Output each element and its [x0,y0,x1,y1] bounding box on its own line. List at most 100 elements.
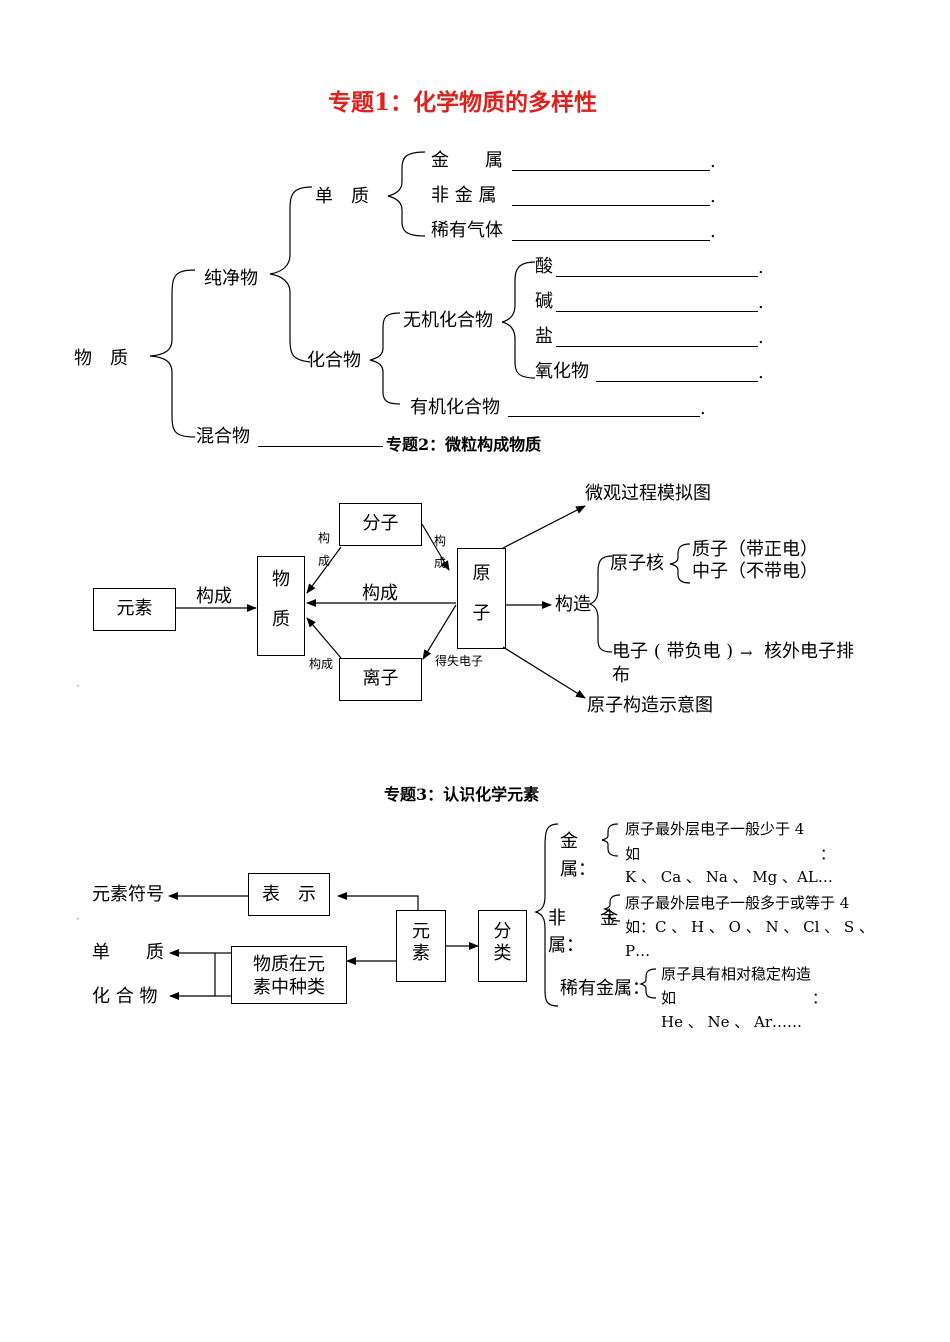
small-compose-char: 成 [318,554,331,568]
ion-box: 离子 [339,658,422,701]
substance-char: 质 [272,609,290,630]
period-mark: . [710,151,716,172]
salt-blank[interactable] [556,346,758,347]
elemental-substance: 单 质 [315,186,369,207]
small-compose-char: 成 [434,556,447,570]
element-box-3: 元 素 [396,910,446,982]
neutron-label: 中子（不带电） [692,561,818,582]
classify-char: 类 [493,943,512,964]
metal-example-colon: ： [820,845,836,863]
right-arrow-icon: → [740,644,753,662]
nonmetal-label: 非 金 属 [431,185,497,206]
metal-example-prefix: 如 [625,845,641,863]
mixture-blank[interactable] [258,446,383,447]
nonmetal-examples-cont: P… [625,942,651,960]
topic2-arrows [176,505,691,699]
classify-char: 分 [493,921,512,942]
electron-arrangement-cont: 布 [612,665,630,686]
metal-class-char: 属： [560,859,596,880]
kinds-label: 素中种类 [253,977,325,998]
nonmetal-rule: 原子最外层电子一般多于或等于 4 [625,894,850,912]
compound-label: 化 合 物 [92,986,158,1007]
pure-substance: 纯净物 [204,268,258,289]
kinds-label: 物质在元 [253,954,325,975]
period-mark: . [710,221,716,242]
element-box: 元素 [93,588,176,631]
ion-label: 离子 [362,668,399,689]
topic1-title: 专题1：化学物质的多样性 [328,89,598,116]
base-blank[interactable] [556,311,758,312]
topic3-title: 专题3：认识化学元素 [384,785,540,804]
nonmetal-class-char: 金 [600,908,618,929]
atom-box: 原 子 [457,548,506,649]
metal-class-char: 金 [560,831,578,852]
noble-example-colon: ： [812,989,828,1007]
molecule-box: 分子 [339,503,422,546]
metal-rule: 原子最外层电子一般少于 4 [625,820,805,838]
metal-label: 金 属 [431,150,503,171]
topic3-lines [168,823,657,1007]
substance-box: 物 质 [257,556,305,656]
represent-box: 表 示 [248,873,330,916]
bullet-mark: · [76,679,80,693]
period-mark: . [758,327,764,348]
noble-examples: He 、 Ne 、 Ar…… [661,1013,803,1031]
mixture: 混合物 [196,426,250,447]
oxide-label: 氧化物 [535,361,589,382]
topic2-title: 专题2：微粒构成物质 [384,435,544,454]
kinds-box: 物质在元 素中种类 [231,946,347,1004]
nonmetal-class-char: 属： [548,935,584,956]
electron-label: 电子 ( 带负电 ) [612,641,734,662]
substance-root: 物 质 [74,348,128,369]
oxide-blank[interactable] [596,381,758,382]
small-compose-char: 构 [318,531,331,545]
nonmetal-blank[interactable] [512,205,710,206]
period-mark: . [758,362,764,383]
metal-blank[interactable] [512,170,710,171]
small-compose-label: 构成 [309,657,334,671]
substance-char: 物 [272,569,290,590]
element-symbol: 元素符号 [92,884,164,905]
structure-label: 构造 [555,594,591,615]
atom-structure-diagram: 原子构造示意图 [587,695,713,716]
inorganic-compound: 无机化合物 [403,310,493,331]
noble-class-label: 稀有金属： [560,978,650,999]
element-char: 素 [412,943,430,964]
noble-gas-blank[interactable] [512,240,710,241]
noble-rule: 原子具有相对稳定构造 [661,965,812,983]
nonmetal-class-char: 非 [548,908,566,929]
represent-label: 表 示 [262,884,316,905]
element-char: 元 [412,921,430,942]
nonmetal-examples: 如：C 、 H 、 O 、 N 、 Cl 、 S 、 [625,918,874,936]
gain-lose-electron: 得失电子 [435,654,484,668]
small-compose-char: 构 [434,534,447,548]
micro-process-diagram: 微观过程模拟图 [585,483,711,504]
acid-blank[interactable] [556,276,758,277]
electron-arrangement: 核外电子排 [764,641,854,662]
atom-char: 原 [472,563,491,584]
period-mark: . [758,292,764,313]
period-mark: . [710,186,716,207]
compose-label: 构成 [196,586,232,607]
noble-gas-label: 稀有气体 [431,220,503,241]
period-mark: . [758,257,764,278]
classify-box: 分 类 [478,910,527,982]
salt-label: 盐 [535,326,553,347]
proton-label: 质子（带正电） [692,539,818,560]
organic-blank[interactable] [508,416,700,417]
atom-char: 子 [472,603,491,624]
metal-examples: K 、 Ca 、 Na 、 Mg 、AL… [625,868,833,886]
compound: 化合物 [307,350,361,371]
elemental-label: 单 质 [92,942,164,963]
center-compose-label: 构成 [362,583,398,604]
element-label: 元素 [116,598,153,619]
organic-compound: 有机化合物 [410,397,500,418]
period-mark: . [700,398,706,419]
topic1-braces [149,151,536,438]
molecule-label: 分子 [362,513,399,534]
acid-label: 酸 [535,256,553,277]
bullet-mark: · [76,912,80,926]
nucleus-label: 原子核 [610,553,664,574]
noble-example-prefix: 如 [661,989,677,1007]
base-label: 碱 [535,291,553,312]
